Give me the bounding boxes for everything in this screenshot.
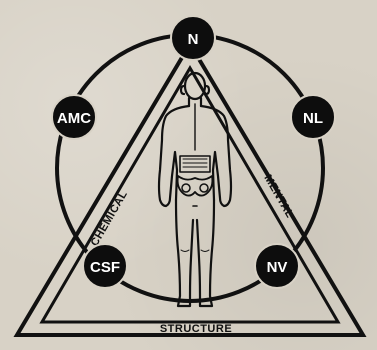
side-label-chemical: CHEMICAL bbox=[89, 189, 130, 249]
node-top: N bbox=[171, 16, 215, 60]
node-label-upper-right: NL bbox=[303, 110, 323, 127]
node-upper-left: AMC bbox=[52, 95, 96, 139]
human-figure bbox=[159, 73, 231, 306]
node-lower-right: NV bbox=[255, 244, 299, 288]
node-lower-left: CSF bbox=[83, 244, 127, 288]
node-label-top: N bbox=[188, 31, 199, 48]
node-label-lower-right: NV bbox=[267, 259, 288, 276]
node-upper-right: NL bbox=[291, 95, 335, 139]
node-label-lower-left: CSF bbox=[90, 259, 120, 276]
node-label-upper-left: AMC bbox=[57, 110, 91, 127]
side-label-structure: STRUCTURE bbox=[160, 323, 232, 335]
